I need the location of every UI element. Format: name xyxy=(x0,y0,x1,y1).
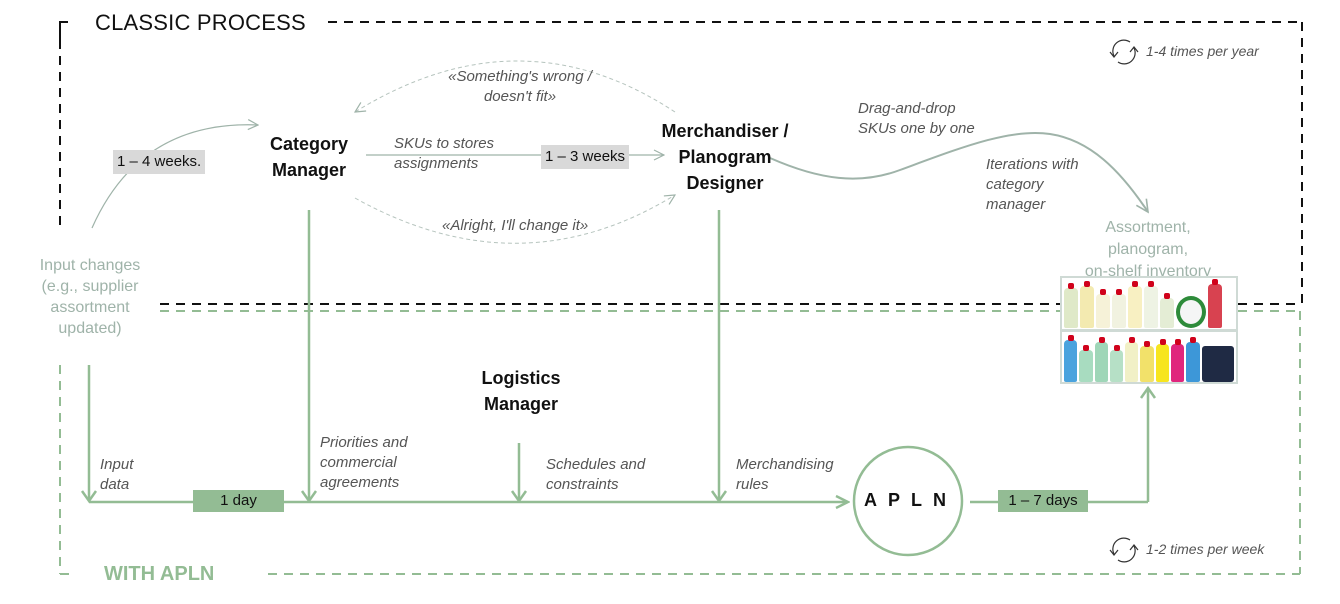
label-line: data xyxy=(100,476,130,493)
label-line: rules xyxy=(736,476,769,493)
label-line: category xyxy=(986,176,1044,193)
product-bottle xyxy=(1064,283,1078,328)
product-bottle xyxy=(1109,345,1124,382)
note-line: (e.g., supplier xyxy=(41,278,139,295)
product-bottle xyxy=(1080,281,1094,328)
output-note: Assortment, planogram, on-shelf inventor… xyxy=(1068,217,1228,283)
schedules-label: Schedules and constraints xyxy=(546,455,645,495)
note-line: planogram, xyxy=(1107,241,1189,258)
label-line: Input xyxy=(100,456,134,473)
apln-engine-circle xyxy=(852,445,964,557)
cm-to-merch-duration-badge: 1 – 3 weeks xyxy=(541,145,630,169)
product-bottle xyxy=(1112,289,1126,328)
product-bottle xyxy=(1160,293,1174,328)
label-line: assignments xyxy=(394,155,479,172)
product-bottle xyxy=(1128,281,1142,328)
feedback-forward-arrow xyxy=(354,195,675,244)
merch-to-output-arrow xyxy=(769,131,1149,214)
label-line: Priorities and xyxy=(320,434,408,451)
with-apln-title: WITH APLN xyxy=(104,563,215,585)
feedback-back-label: «Something's wrong / doesn't fit» xyxy=(425,67,615,107)
label-line: Drag-and-drop xyxy=(858,100,956,117)
label-line: Iterations with xyxy=(986,156,1079,173)
drag-drop-label: Drag-and-drop SKUs one by one xyxy=(858,99,975,139)
role-line: Logistics xyxy=(481,368,561,388)
input-data-label: Input data xyxy=(100,455,133,495)
product-pack xyxy=(1176,296,1206,328)
shelf-row-top xyxy=(1064,279,1234,328)
iterations-label: Iterations with category manager xyxy=(986,155,1079,215)
shelf-divider xyxy=(1062,329,1236,332)
input-to-cm-arrow xyxy=(91,125,258,229)
note-line: Assortment, xyxy=(1105,219,1191,236)
note-line: on-shelf inventory xyxy=(1084,263,1212,280)
product-bottle xyxy=(1144,281,1158,328)
role-line: Merchandiser / xyxy=(661,121,789,141)
feedback-forward-label: «Alright, I'll change it» xyxy=(442,217,589,234)
product-shelf-image xyxy=(1060,276,1238,384)
input-to-cm-duration-badge: 1 – 4 weeks. xyxy=(113,150,206,174)
classic-process-title: CLASSIC PROCESS xyxy=(95,10,306,35)
merchandiser-role: Merchandiser / Planogram Designer xyxy=(640,118,810,196)
label-line: «Something's wrong / xyxy=(448,68,592,85)
role-line: Manager xyxy=(271,160,347,180)
note-line: updated) xyxy=(58,320,122,337)
product-bottle xyxy=(1094,337,1108,382)
product-pack xyxy=(1201,346,1234,382)
role-line: Category xyxy=(269,134,349,154)
product-bottle xyxy=(1140,341,1154,382)
input-changes-note: Input changes (e.g., supplier assortment… xyxy=(20,255,160,339)
shelf-row-bottom xyxy=(1064,334,1234,382)
role-line: Designer xyxy=(686,173,764,193)
category-manager-role: Category Manager xyxy=(259,131,359,183)
product-bottle xyxy=(1208,279,1222,328)
label-line: manager xyxy=(986,196,1046,213)
label-line: commercial xyxy=(320,454,397,471)
role-line: Manager xyxy=(483,394,559,414)
note-line: Input changes xyxy=(39,257,141,274)
input-duration-badge: 1 day xyxy=(193,490,284,512)
product-bottle xyxy=(1079,345,1093,382)
product-bottle xyxy=(1125,337,1139,382)
apln-engine-label: APLN xyxy=(864,490,957,510)
label-line: SKUs to stores xyxy=(394,135,495,152)
label-line: Schedules and xyxy=(546,456,646,473)
product-bottle xyxy=(1171,339,1185,382)
logistics-manager-role: Logistics Manager xyxy=(466,365,576,417)
label-line: doesn't fit» xyxy=(483,88,557,105)
classic-frequency: 1-4 times per year xyxy=(1146,43,1259,59)
priorities-label: Priorities and commercial agreements xyxy=(320,433,408,493)
product-bottle xyxy=(1096,289,1110,328)
apln-frequency: 1-2 times per week xyxy=(1146,541,1265,557)
sku-assignment-label: SKUs to stores assignments xyxy=(394,134,494,174)
label-line: Merchandising xyxy=(736,456,834,473)
product-bottle xyxy=(1186,337,1200,382)
refresh-cycle-icon xyxy=(1109,537,1139,563)
label-line: SKUs one by one xyxy=(858,120,975,137)
label-line: agreements xyxy=(320,474,400,491)
role-line: Planogram xyxy=(678,147,772,167)
merch-rules-label: Merchandising rules xyxy=(736,455,834,495)
label-line: constraints xyxy=(546,476,619,493)
note-line: assortment xyxy=(50,299,130,316)
output-duration-badge: 1 – 7 days xyxy=(998,490,1088,512)
refresh-cycle-icon xyxy=(1109,39,1139,65)
product-bottle xyxy=(1064,335,1078,382)
product-bottle xyxy=(1155,339,1170,382)
